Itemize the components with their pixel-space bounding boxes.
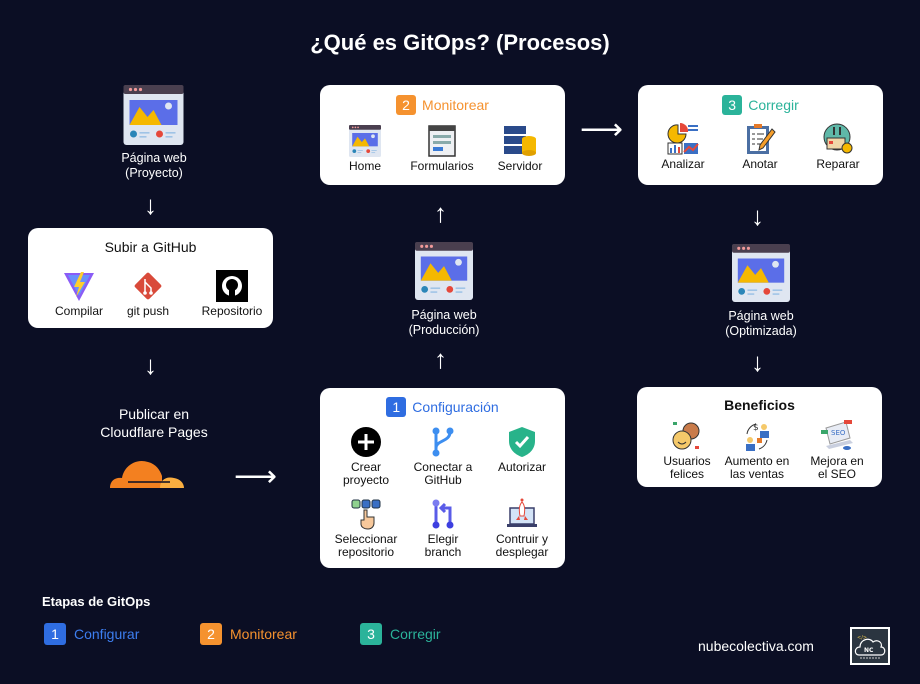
annotate-label: Anotar — [742, 157, 778, 171]
analytics-icon — [667, 123, 699, 155]
compile-label: Compilar — [54, 304, 103, 318]
analyze-label: Analizar — [661, 157, 705, 171]
plus-icon — [351, 427, 381, 457]
repair-label: Reparar — [816, 157, 860, 171]
git-icon — [134, 272, 162, 300]
nubecolectiva-logo: NC </> — [850, 627, 890, 665]
legend-title: Etapas de GitOps — [42, 594, 151, 609]
pull-request-icon — [432, 499, 454, 529]
arrow-down-icon: ↓ — [751, 201, 764, 231]
webpage-optimized-icon — [731, 244, 791, 302]
server-icon — [504, 126, 536, 156]
webpage-production-label: Página web(Producción) — [408, 308, 480, 337]
happy-users-icon — [672, 422, 700, 450]
webpage-optimized-label: Página web(Optimizada) — [725, 309, 797, 338]
monitor-title: Monitorear — [422, 97, 489, 113]
monitor-badge: 2 — [396, 95, 417, 115]
server-label: Servidor — [497, 159, 543, 173]
git-branch-icon — [432, 427, 454, 457]
clipboard-pen-icon — [747, 124, 776, 154]
cloud-logo-icon: NC </> — [854, 635, 886, 659]
svg-text:NC: NC — [864, 647, 874, 654]
site-link[interactable]: nubecolectiva.com — [698, 638, 814, 654]
home-label: Home — [348, 159, 381, 173]
svg-text:</>: </> — [857, 635, 867, 641]
form-icon — [428, 125, 456, 157]
svg-text:$: $ — [753, 423, 759, 433]
github-icon — [216, 270, 248, 302]
config-title: Configuración — [412, 399, 499, 415]
arrow-up-icon: ↑ — [434, 344, 447, 374]
webpage-production-icon — [414, 242, 474, 300]
home-page-icon — [349, 125, 381, 157]
cloudflare-icon — [110, 460, 184, 488]
sales-increase-icon: $ — [746, 423, 769, 451]
config-badge: 1 — [386, 397, 407, 417]
page-title: ¿Qué es GitOps? (Procesos) — [310, 30, 610, 55]
webpage-project-label: Página web(Proyecto) — [121, 151, 187, 180]
benefits-title: Beneficios — [724, 397, 795, 413]
vite-icon — [64, 272, 94, 301]
svg-text:SEO: SEO — [831, 429, 846, 437]
monitor-box: 2 Monitorear Home Formularios Servidor — [320, 85, 565, 185]
arrow-down-icon: ↓ — [751, 347, 764, 377]
arrow-right-icon: ⟶ — [234, 460, 278, 493]
repository-label: Repositorio — [201, 304, 263, 318]
shield-check-icon — [509, 427, 535, 457]
arrow-down-icon: ↓ — [144, 190, 157, 220]
correct-badge: 3 — [722, 95, 743, 115]
correct-title: Corregir — [748, 97, 799, 113]
arrow-right-icon: ⟶ — [580, 113, 624, 146]
correct-box: 3 Corregir Analizar Anotar Reparar — [638, 85, 883, 185]
select-repo-icon — [351, 499, 381, 530]
forms-label: Formularios — [410, 159, 474, 173]
arrow-down-icon: ↓ — [144, 350, 157, 380]
arrow-up-icon: ↑ — [434, 198, 447, 228]
git-push-label: git push — [126, 304, 170, 318]
rocket-laptop-icon — [507, 498, 537, 527]
repair-icon — [823, 123, 853, 154]
github-box-title: Subir a GitHub — [104, 239, 197, 255]
github-box: Subir a GitHub Compilar git push Reposit… — [28, 228, 273, 328]
webpage-project-icon — [123, 85, 184, 145]
seo-laptop-icon: SEO — [821, 420, 853, 450]
